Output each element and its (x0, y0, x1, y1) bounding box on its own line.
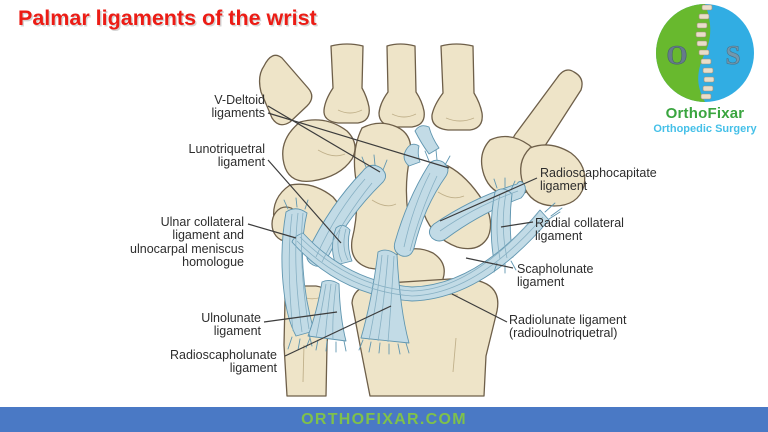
logo-tagline-text: Orthopedic Surgery (653, 123, 757, 135)
leader-radioscapholunate (284, 305, 392, 357)
metacarpal-4-bone (323, 43, 370, 124)
orthofixar-logo: O S OrthoFixar Orthopedic Surgery (645, 2, 765, 135)
leader-ulnolunate (263, 311, 338, 323)
metacarpal-3-bone (378, 43, 425, 128)
capitate-nub-band (414, 125, 440, 155)
logo-green-half (656, 4, 711, 102)
leader-radial-collateral (500, 221, 534, 228)
radial-collateral-band (490, 188, 514, 262)
logo-brand-text: OrthoFixar (665, 105, 745, 122)
label-scapholunate: Scapholunate ligament (517, 262, 594, 290)
trapezium-bone (520, 144, 586, 207)
metacarpal-5-bone (258, 54, 313, 126)
leader-radiolunate (451, 293, 508, 323)
small-nub-band (403, 143, 421, 167)
leader-radioscaphocapitate (439, 177, 538, 222)
footer-bar: ORTHOFIXAR.COM (0, 407, 768, 432)
lunotriquetral-band (332, 225, 353, 266)
metacarpal-2-bone (431, 43, 483, 131)
page-title: Palmar ligaments of the wrist (18, 6, 317, 30)
label-lunotriquetral: Lunotriquetral ligament (188, 142, 265, 170)
label-ulnar-collateral: Ulnar collateral ligament and ulnocarpal… (130, 215, 244, 270)
label-ulnolunate: Ulnolunate ligament (201, 311, 261, 339)
leader-scapholunate (465, 257, 514, 269)
label-radiolunate: Radiolunate ligament (radioulnotriquetra… (509, 313, 627, 341)
footer-site-url: ORTHOFIXAR.COM (301, 411, 467, 428)
leader-v-deltoid-2 (267, 112, 450, 169)
logo-monogram-o: O (666, 40, 687, 70)
ulnolunate-fan-band (307, 279, 347, 342)
label-radioscapholunate: Radioscapholunate ligament (169, 348, 277, 376)
leader-lines (247, 105, 538, 357)
label-v-deltoid: V-Deltoid ligaments (211, 93, 266, 121)
leader-ulnar-collateral (247, 223, 297, 239)
label-radial-collateral: Radial collateral ligament (535, 216, 624, 244)
leader-v-deltoid-1 (267, 105, 381, 173)
logo-monogram-s: S (725, 40, 740, 70)
spine-icon (695, 4, 715, 100)
leader-lunotriquetral (267, 159, 342, 244)
logo-mark: O S (656, 4, 754, 102)
label-radioscaphocapitate: Radioscaphocapitate ligament (540, 166, 657, 194)
